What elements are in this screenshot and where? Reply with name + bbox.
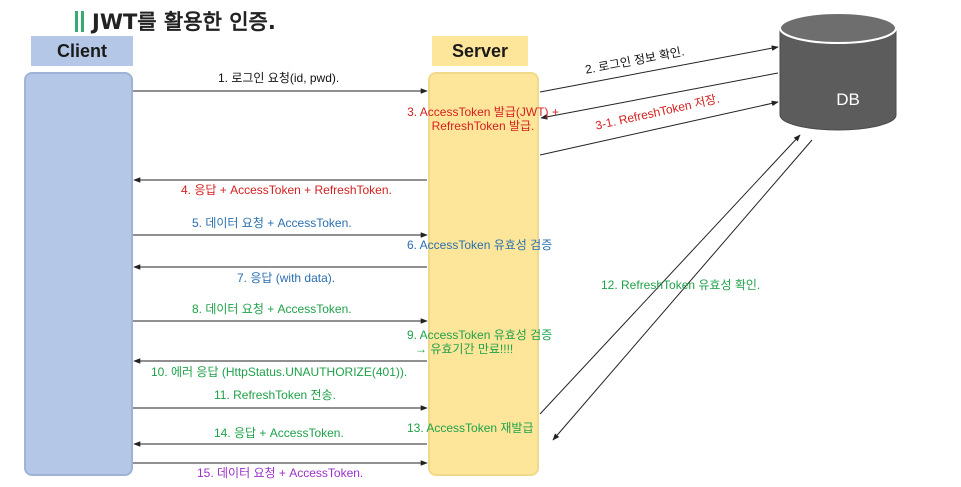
step-12-label: 12. RefreshToken 유효성 확인. <box>601 278 761 292</box>
step-7-label: 7. 응답 (with data). <box>237 271 336 285</box>
arrow-2 <box>539 45 779 93</box>
server-lifeline <box>428 72 539 476</box>
step-3-line-2: RefreshToken 발급. <box>431 119 535 133</box>
arrow-3-1 <box>539 100 779 156</box>
step-9-line-1: 9. AccessToken 유효성 검증 <box>407 328 553 342</box>
server-header: Server <box>432 36 528 66</box>
title-accent-bar <box>81 10 84 32</box>
step-9-line-2: → 유효기간 만료!!!! <box>415 342 514 356</box>
step-8-label: 8. 데이터 요청 + AccessToken. <box>192 302 352 316</box>
arrow-12-up <box>539 134 801 415</box>
step-4-label: 4. 응답 + AccessToken + RefreshToken. <box>181 183 392 197</box>
step-6-label: 6. AccessToken 유효성 검증 <box>407 238 553 252</box>
arrow-db-return <box>540 72 779 120</box>
client-lifeline <box>24 72 133 476</box>
step-15-label: 15. 데이터 요청 + AccessToken. <box>197 466 364 480</box>
title-accent-bar <box>75 10 78 32</box>
step-10-label: 10. 에러 응답 (HttpStatus.UNAUTHORIZE(401)). <box>151 365 408 379</box>
db-label: DB <box>836 90 860 109</box>
step-9-label: 9. AccessToken 유효성 검증 → 유효기간 만료!!!! <box>407 328 552 356</box>
db-cylinder <box>779 12 897 131</box>
step-5-label: 5. 데이터 요청 + AccessToken. <box>192 216 352 230</box>
step-11-label: 11. RefreshToken 전송. <box>214 388 336 402</box>
page-title: JWT를 활용한 인증. <box>75 6 276 36</box>
step-14-label: 14. 응답 + AccessToken. <box>214 426 344 440</box>
step-3-label: 3. AccessToken 발급(JWT) + RefreshToken 발급… <box>398 105 568 133</box>
step-3-line-1: 3. AccessToken 발급(JWT) + <box>407 105 559 119</box>
client-header: Client <box>31 36 133 66</box>
step-1-label: 1. 로그인 요청(id, pwd). <box>218 71 340 85</box>
step-13-label: 13. AccessToken 재발급 <box>407 421 534 435</box>
title-text: JWT를 활용한 인증. <box>92 10 276 34</box>
arrow-12-down <box>552 139 813 441</box>
